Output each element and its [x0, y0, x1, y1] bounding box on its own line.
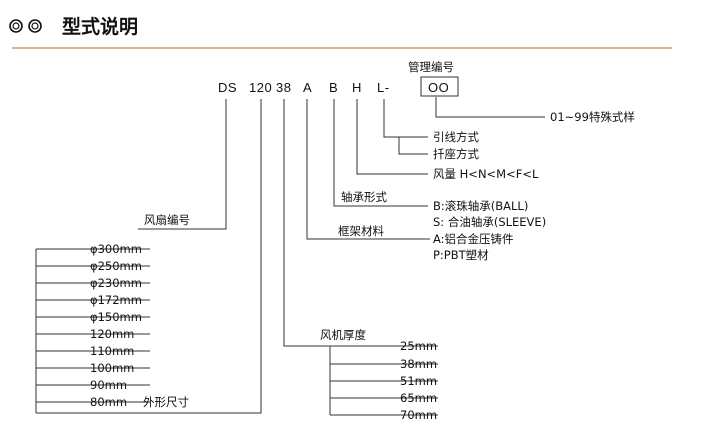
label-mount: 扦座方式 — [433, 147, 479, 161]
line-thickness — [283, 99, 330, 347]
code-frame: A — [303, 80, 312, 95]
thickness-list: 25mm 38mm 51mm 65mm 70mm — [400, 339, 437, 422]
thickness-item: 25mm — [400, 339, 437, 353]
line-mount — [398, 137, 428, 155]
code-thickness: 38 — [276, 80, 291, 95]
label-frame-title: 框架材料 — [338, 224, 384, 238]
circle-icon — [31, 22, 39, 30]
label-special: 01~99特殊式样 — [550, 110, 635, 124]
label-frame-a: A:铝合金压铸件 — [433, 232, 514, 246]
label-fan-number: 风扇编号 — [144, 213, 190, 227]
thickness-item: 38mm — [400, 357, 437, 371]
label-bearing-s: S: 合油轴承(SLEEVE) — [433, 215, 546, 229]
thickness-item: 51mm — [400, 374, 437, 388]
code-airflow: H — [352, 80, 362, 95]
size-item: 120mm — [90, 327, 134, 341]
model-code: DS 120 38 A B H L- OO 管理编号 — [218, 60, 459, 97]
size-list: φ300mm φ250mm φ230mm φ172mm φ150mm 120mm… — [90, 242, 142, 409]
line-outline — [36, 99, 262, 414]
line-fan-number — [138, 99, 227, 230]
code-management: OO — [428, 80, 449, 95]
code-lead: L- — [377, 80, 390, 95]
size-item: φ300mm — [90, 242, 142, 256]
thickness-item: 70mm — [400, 408, 437, 422]
size-item: 110mm — [90, 344, 134, 358]
management-number-box — [420, 76, 459, 97]
size-item: φ150mm — [90, 310, 142, 324]
size-item: φ172mm — [90, 293, 142, 307]
page-title: 型式说明 — [62, 15, 138, 38]
size-item: φ250mm — [90, 259, 142, 273]
circle-icon — [28, 19, 42, 33]
circle-icon — [12, 22, 20, 30]
size-item: φ230mm — [90, 276, 142, 290]
label-outline: 外形尺寸 — [143, 395, 189, 409]
label-airflow: 风量 H<N<M<F<L — [433, 167, 539, 181]
label-frame-p: P:PBT塑材 — [433, 248, 489, 262]
management-number-label: 管理编号 — [408, 60, 454, 74]
line-bearing — [333, 99, 428, 207]
size-item: 80mm — [90, 395, 127, 409]
thickness-item: 65mm — [400, 391, 437, 405]
annotation-labels: 01~99特殊式样 引线方式 扦座方式 风量 H<N<M<F<L 轴承形式 B:… — [143, 110, 635, 409]
header: 型式说明 — [9, 15, 672, 49]
code-bearing: B — [329, 80, 338, 95]
line-special — [435, 97, 545, 118]
label-bearing-title: 轴承形式 — [341, 190, 387, 204]
circle-icon — [9, 19, 23, 33]
label-bearing-b: B:滚珠轴承(BALL) — [433, 199, 528, 213]
line-lead — [383, 99, 428, 138]
line-airflow — [356, 99, 428, 175]
size-item: 90mm — [90, 378, 127, 392]
size-item: 100mm — [90, 361, 134, 375]
line-frame — [306, 99, 430, 240]
code-size: 120 — [249, 80, 272, 95]
label-lead: 引线方式 — [433, 130, 479, 144]
label-thickness-title: 风机厚度 — [320, 328, 366, 342]
connector-lines — [35, 97, 545, 416]
code-series: DS — [218, 80, 237, 95]
